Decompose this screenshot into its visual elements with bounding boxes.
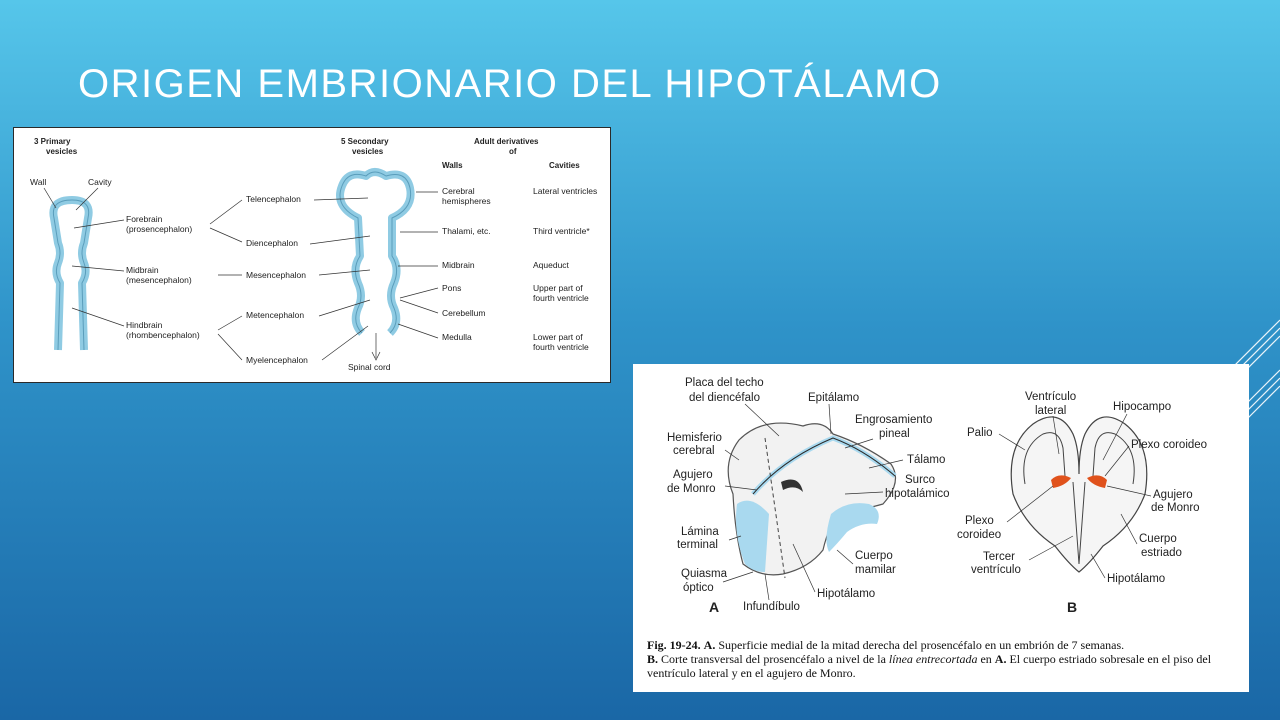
metencephalon-label: Metencephalon: [246, 310, 304, 320]
cavities-header: Cavities: [549, 161, 580, 170]
mesencephalon-label: Mesencephalon: [246, 270, 306, 280]
wall-cerebellum: Cerebellum: [442, 308, 485, 318]
label-cuerpo-estriado-1: Cuerpo: [1139, 533, 1177, 545]
cavity-lateral: Lateral ventricles: [533, 186, 597, 196]
label-tercer-1: Tercer: [983, 551, 1015, 563]
wall-cerebral-1: Cerebral: [442, 186, 475, 196]
label-lamina-1: Lámina: [681, 526, 719, 538]
label-plexo-left-2: coroideo: [957, 529, 1001, 541]
label-agujero-b-2: de Monro: [1151, 502, 1200, 514]
label-hemisferio-2: cerebral: [673, 445, 715, 457]
label-placa-2: del diencéfalo: [689, 392, 760, 404]
spinal-cord-label: Spinal cord: [348, 362, 391, 372]
label-cuerpo-mamilar-2: mamilar: [855, 564, 896, 576]
panel-letter-b: B: [1067, 599, 1077, 615]
leader-lines: [43, 187, 439, 361]
wall-label: Wall: [30, 177, 46, 187]
primary-header-1: 3 Primary: [34, 137, 71, 146]
hypothalamus-diagram: Placa del techo del diencéfalo Epitálamo…: [667, 377, 1207, 615]
slide-title: ORIGEN EMBRIONARIO DEL HIPOTÁLAMO: [78, 62, 942, 106]
figure-caption: Fig. 19-24. A. Superficie medial de la m…: [647, 638, 1247, 680]
secondary-vesicle-shape: [336, 168, 415, 336]
label-surco-2: hipotalámico: [885, 488, 950, 500]
cavity-lower-fourth-1: Lower part of: [533, 332, 583, 342]
wall-pons: Pons: [442, 283, 461, 293]
cavity-lower-fourth-2: fourth ventricle: [533, 342, 589, 352]
label-hipotalamo-b: Hipotálamo: [1107, 573, 1165, 585]
walls-header: Walls: [442, 161, 463, 170]
label-agujero-b-1: Agujero: [1153, 489, 1193, 501]
label-tercer-2: ventrículo: [971, 564, 1021, 576]
primary-header-2: vesicles: [46, 147, 78, 156]
caption-fig-label: Fig. 19-24.: [647, 638, 701, 652]
cavity-aqueduct: Aqueduct: [533, 260, 570, 270]
transverse-section-drawing: [1010, 416, 1148, 573]
label-surco-1: Surco: [905, 474, 935, 486]
wall-medulla: Medulla: [442, 332, 472, 342]
label-ventriculo-2: lateral: [1035, 405, 1066, 417]
adult-header-1: Adult derivatives: [474, 137, 539, 146]
forebrain-latin: (prosencephalon): [126, 224, 192, 234]
label-quiasma-1: Quiasma: [681, 568, 728, 580]
label-epitalamo: Epitálamo: [808, 392, 859, 404]
label-ventriculo-1: Ventrículo: [1025, 391, 1076, 403]
telencephalon-label: Telencephalon: [246, 194, 301, 204]
panel-letter-a: A: [709, 599, 719, 615]
caption-b-text-1: Corte transversal del prosencéfalo a niv…: [661, 652, 889, 666]
caption-b-text-2: en: [977, 652, 995, 666]
label-agujero-a-2: de Monro: [667, 483, 716, 495]
label-talamo: Tálamo: [907, 454, 945, 466]
wall-thalami: Thalami, etc.: [442, 226, 491, 236]
label-quiasma-2: óptico: [683, 582, 714, 594]
label-infundibulo: Infundíbulo: [743, 601, 800, 613]
label-plexo-right: Plexo coroideo: [1131, 439, 1207, 451]
wall-midbrain: Midbrain: [442, 260, 475, 270]
myelencephalon-label: Myelencephalon: [246, 355, 308, 365]
caption-b-a-ref: A.: [994, 652, 1007, 666]
label-cuerpo-estriado-2: estriado: [1141, 547, 1182, 559]
wall-cerebral-2: hemispheres: [442, 196, 491, 206]
sagittal-section-drawing: [727, 422, 897, 579]
caption-b-label: B.: [647, 652, 659, 666]
caption-a-text: Superficie medial de la mitad derecha de…: [718, 638, 1125, 652]
label-agujero-a-1: Agujero: [673, 469, 713, 481]
cavity-label: Cavity: [88, 177, 112, 187]
brain-vesicles-figure: 3 Primary vesicles 5 Secondary vesicles …: [13, 127, 611, 383]
label-hipocampo: Hipocampo: [1113, 401, 1171, 413]
midbrain-latin: (mesencephalon): [126, 275, 192, 285]
caption-a-label: A.: [703, 638, 716, 652]
label-hipotalamo-a: Hipotálamo: [817, 588, 875, 600]
label-palio: Palio: [967, 427, 993, 439]
label-cuerpo-mamilar-1: Cuerpo: [855, 550, 893, 562]
caption-b-italic: línea entrecortada: [888, 652, 978, 666]
figure2-leader-lines: [722, 403, 1152, 601]
label-engrosamiento-2: pineal: [879, 428, 910, 440]
midbrain-label: Midbrain: [126, 265, 159, 275]
adult-header-2: of: [509, 147, 517, 156]
label-engrosamiento-1: Engrosamiento: [855, 414, 932, 426]
hindbrain-latin: (rhombencephalon): [126, 330, 200, 340]
cavity-third: Third ventricle*: [533, 226, 590, 236]
cavity-upper-fourth-2: fourth ventricle: [533, 293, 589, 303]
diencephalon-label: Diencephalon: [246, 238, 298, 248]
caption-b-text-3: El cuerpo estriado sobresale en el piso …: [647, 652, 1212, 680]
label-placa-1: Placa del techo: [685, 377, 764, 389]
plexus-left-mark: [1051, 475, 1071, 488]
cavity-upper-fourth-1: Upper part of: [533, 283, 583, 293]
plexus-right-mark: [1087, 475, 1107, 488]
label-lamina-2: terminal: [677, 539, 718, 551]
hypothalamus-figure: Placa del techo del diencéfalo Epitálamo…: [633, 364, 1249, 692]
hindbrain-label: Hindbrain: [126, 320, 163, 330]
brain-vesicles-diagram: 3 Primary vesicles 5 Secondary vesicles …: [30, 137, 597, 372]
label-hemisferio-1: Hemisferio: [667, 432, 722, 444]
secondary-header-2: vesicles: [352, 147, 384, 156]
secondary-header-1: 5 Secondary: [341, 137, 389, 146]
label-plexo-left-1: Plexo: [965, 515, 994, 527]
forebrain-label: Forebrain: [126, 214, 163, 224]
